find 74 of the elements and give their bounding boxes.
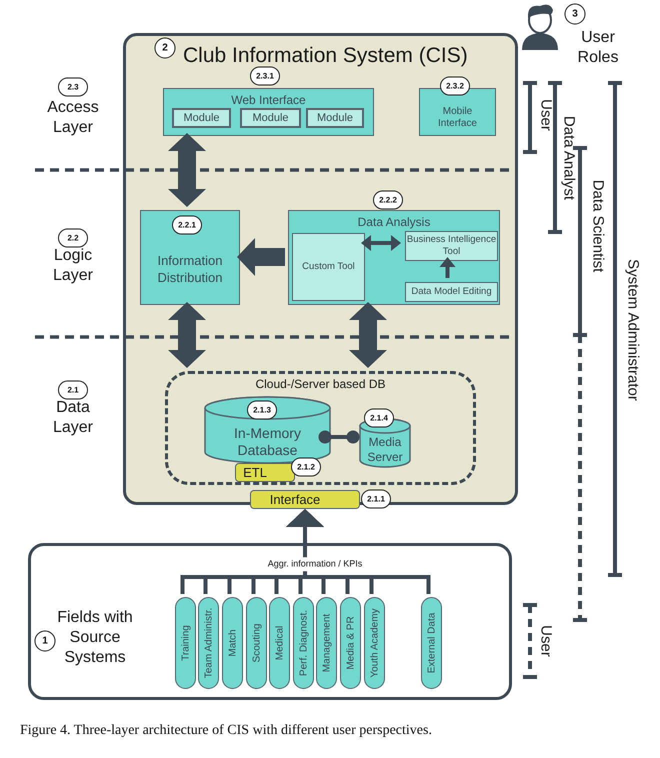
source-system-pill xyxy=(293,597,314,689)
source-system-pill xyxy=(364,597,385,689)
box-label: Cloud-/Server based DB xyxy=(255,376,386,393)
database-cylinder xyxy=(204,396,331,464)
box-label: Data Model Editing xyxy=(411,286,492,298)
box-label: Perf. Diagnost. xyxy=(297,610,310,676)
source-system-pill xyxy=(421,597,442,689)
block-arrow xyxy=(237,238,285,276)
module-box xyxy=(306,108,364,128)
box-label: Module xyxy=(252,110,289,126)
box-label: Youth Academy xyxy=(368,608,381,678)
layer-label: Logic Layer xyxy=(52,246,94,286)
box-label: Match xyxy=(226,629,239,657)
box-label: Team Administr. xyxy=(202,608,215,678)
box-label: Interface xyxy=(270,490,320,509)
box-label: Mobile Interface xyxy=(437,106,478,130)
block-arrow xyxy=(168,133,206,207)
interface-bar xyxy=(250,490,360,509)
source-systems-panel xyxy=(28,543,512,700)
box-label: Scouting xyxy=(250,624,263,662)
interface-bar xyxy=(235,463,295,482)
box-label: Media Server xyxy=(366,435,404,465)
arrow xyxy=(361,235,401,251)
arrow xyxy=(440,257,456,278)
source-system-pill xyxy=(246,597,267,689)
database-group xyxy=(165,371,476,485)
callout-number: 2.1.1 xyxy=(361,490,391,508)
box-label: Custom Tool xyxy=(302,261,355,273)
role-label: System Administrator xyxy=(623,259,642,401)
role-label: Data Analyst xyxy=(559,116,578,200)
box-label: Information Distribution xyxy=(156,253,224,286)
box-label: Business Intelligence Tool xyxy=(406,234,497,258)
box-label: Club Information System (CIS) xyxy=(183,43,468,69)
system-panel xyxy=(123,33,518,505)
module-box xyxy=(240,108,301,128)
source-system-pill xyxy=(222,597,243,689)
connector-line xyxy=(318,430,360,444)
source-system-pill xyxy=(316,597,337,689)
box-label: Media & PR xyxy=(344,616,357,670)
box-label: Module xyxy=(316,110,354,126)
source-system-pill xyxy=(175,597,196,689)
layer-label: Data Layer xyxy=(52,398,94,438)
source-system-pill xyxy=(269,597,290,689)
tool-box xyxy=(292,233,365,301)
callout-number: 3 xyxy=(564,4,586,24)
box-label: In-Memory Database xyxy=(233,424,302,460)
source-system-pill xyxy=(340,597,361,689)
callout-number: 2.3 xyxy=(58,78,88,96)
callout-number: 2.1 xyxy=(58,380,88,400)
role-label: User xyxy=(536,625,556,657)
box-label: Data Analysis xyxy=(358,214,430,231)
box-label: Medical xyxy=(273,626,286,660)
box-label: Fields with Source Systems xyxy=(56,608,134,668)
component-box xyxy=(140,210,240,305)
tool-box xyxy=(405,282,498,302)
module-box xyxy=(172,108,231,128)
role-label: User xyxy=(536,99,556,131)
box-label: External Data xyxy=(425,612,438,674)
block-arrow xyxy=(168,302,206,368)
box-label: ETL xyxy=(243,464,267,482)
layer-label: Access Layer xyxy=(46,98,100,138)
layer-label: User Roles xyxy=(576,28,620,68)
role-label: Data Scientist xyxy=(588,180,608,272)
box-label: Management xyxy=(320,614,333,672)
figure-caption: Figure 4. Three-layer architecture of CIS with different user perspectives. xyxy=(20,722,432,740)
block-arrow xyxy=(349,302,387,368)
component-box xyxy=(163,88,374,136)
box-label: Web Interface xyxy=(231,92,306,109)
component-box xyxy=(419,88,496,136)
component-box xyxy=(288,210,500,305)
callout-number: 2.2 xyxy=(58,228,88,248)
box-label: Training xyxy=(179,625,192,661)
source-system-pill xyxy=(198,597,219,689)
box-label: Module xyxy=(183,110,220,126)
